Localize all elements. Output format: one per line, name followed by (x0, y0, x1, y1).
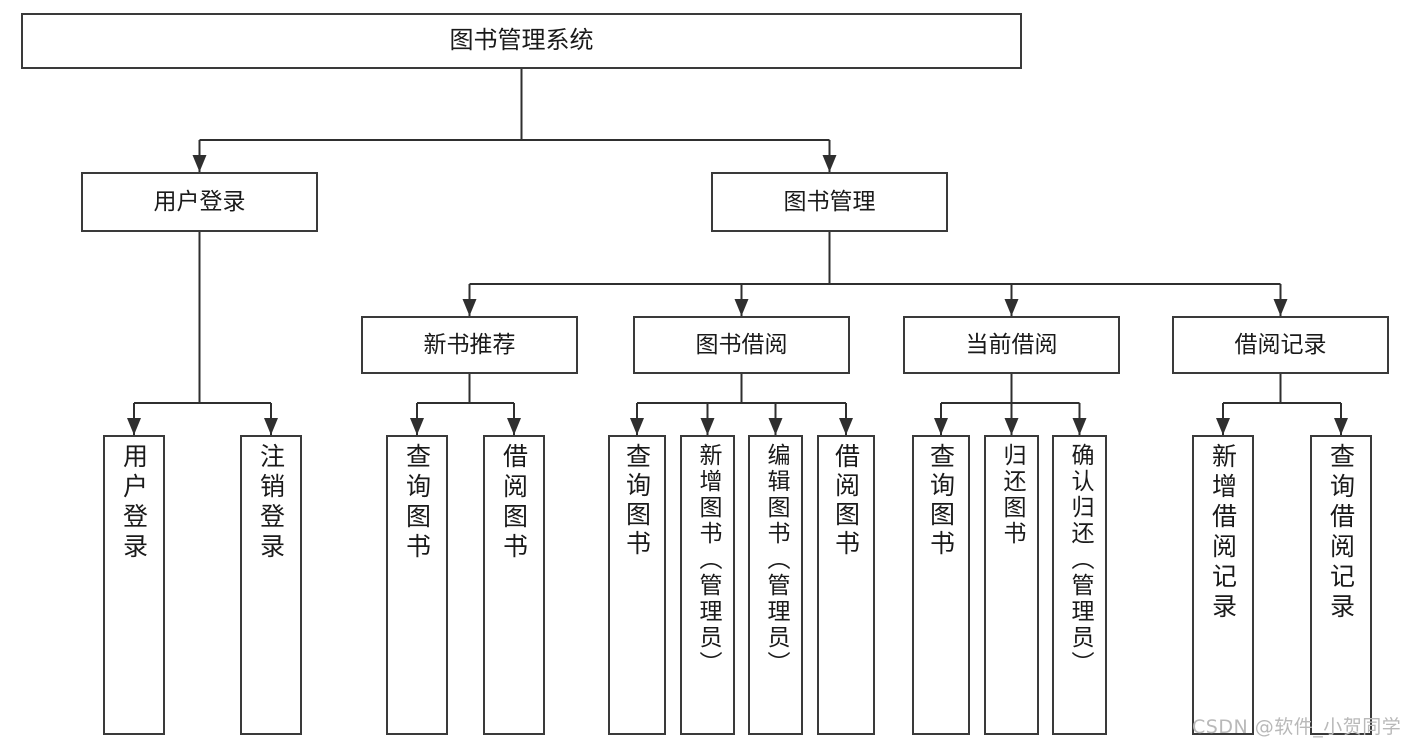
node-leaf-query-2[interactable]: 查询图书 (608, 435, 666, 735)
node-label: 查询借阅记录 (1326, 443, 1356, 623)
node-label: 新书推荐 (423, 331, 516, 358)
node-leaf-add-book[interactable]: 新增图书（管理员） (680, 435, 735, 735)
node-leaf-query-3[interactable]: 查询图书 (912, 435, 970, 735)
node-label: 归还图书 (999, 443, 1025, 547)
node-label: 查询图书 (402, 443, 432, 563)
node-label: 当前借阅 (965, 331, 1058, 358)
node-leaf-borrow-1[interactable]: 借阅图书 (483, 435, 545, 735)
node-label: 注销登录 (256, 443, 286, 563)
node-new-book-rec[interactable]: 新书推荐 (361, 316, 578, 374)
node-leaf-query-1[interactable]: 查询图书 (386, 435, 448, 735)
node-label: 编辑图书（管理员） (763, 443, 789, 677)
node-label: 借阅记录 (1234, 331, 1327, 358)
node-current-borrow[interactable]: 当前借阅 (903, 316, 1120, 374)
node-leaf-query-rec[interactable]: 查询借阅记录 (1310, 435, 1372, 735)
node-leaf-edit-book[interactable]: 编辑图书（管理员） (748, 435, 803, 735)
node-label: 新增借阅记录 (1208, 443, 1238, 623)
node-leaf-user-login[interactable]: 用户登录 (103, 435, 165, 735)
node-leaf-add-rec[interactable]: 新增借阅记录 (1192, 435, 1254, 735)
node-borrow-record[interactable]: 借阅记录 (1172, 316, 1389, 374)
node-label: 新增图书（管理员） (695, 443, 721, 677)
node-label: 查询图书 (622, 443, 652, 559)
node-book-manage[interactable]: 图书管理 (711, 172, 948, 232)
node-user-login[interactable]: 用户登录 (81, 172, 318, 232)
node-label: 用户登录 (119, 443, 149, 563)
node-leaf-confirm[interactable]: 确认归还（管理员） (1052, 435, 1107, 735)
node-label: 图书借阅 (695, 331, 788, 358)
node-label: 借阅图书 (831, 443, 861, 559)
node-leaf-borrow-2[interactable]: 借阅图书 (817, 435, 875, 735)
node-label: 图书管理 (783, 188, 876, 215)
node-book-borrow[interactable]: 图书借阅 (633, 316, 850, 374)
node-label: 确认归还（管理员） (1067, 443, 1093, 677)
node-label: 借阅图书 (499, 443, 529, 563)
node-leaf-logout[interactable]: 注销登录 (240, 435, 302, 735)
node-label: 查询图书 (926, 443, 956, 559)
node-leaf-return[interactable]: 归还图书 (984, 435, 1039, 735)
node-root[interactable]: 图书管理系统 (21, 13, 1022, 69)
watermark: CSDN @软件_小贺同学 (1192, 716, 1402, 738)
node-label: 图书管理系统 (449, 26, 594, 55)
node-label: 用户登录 (153, 188, 246, 215)
